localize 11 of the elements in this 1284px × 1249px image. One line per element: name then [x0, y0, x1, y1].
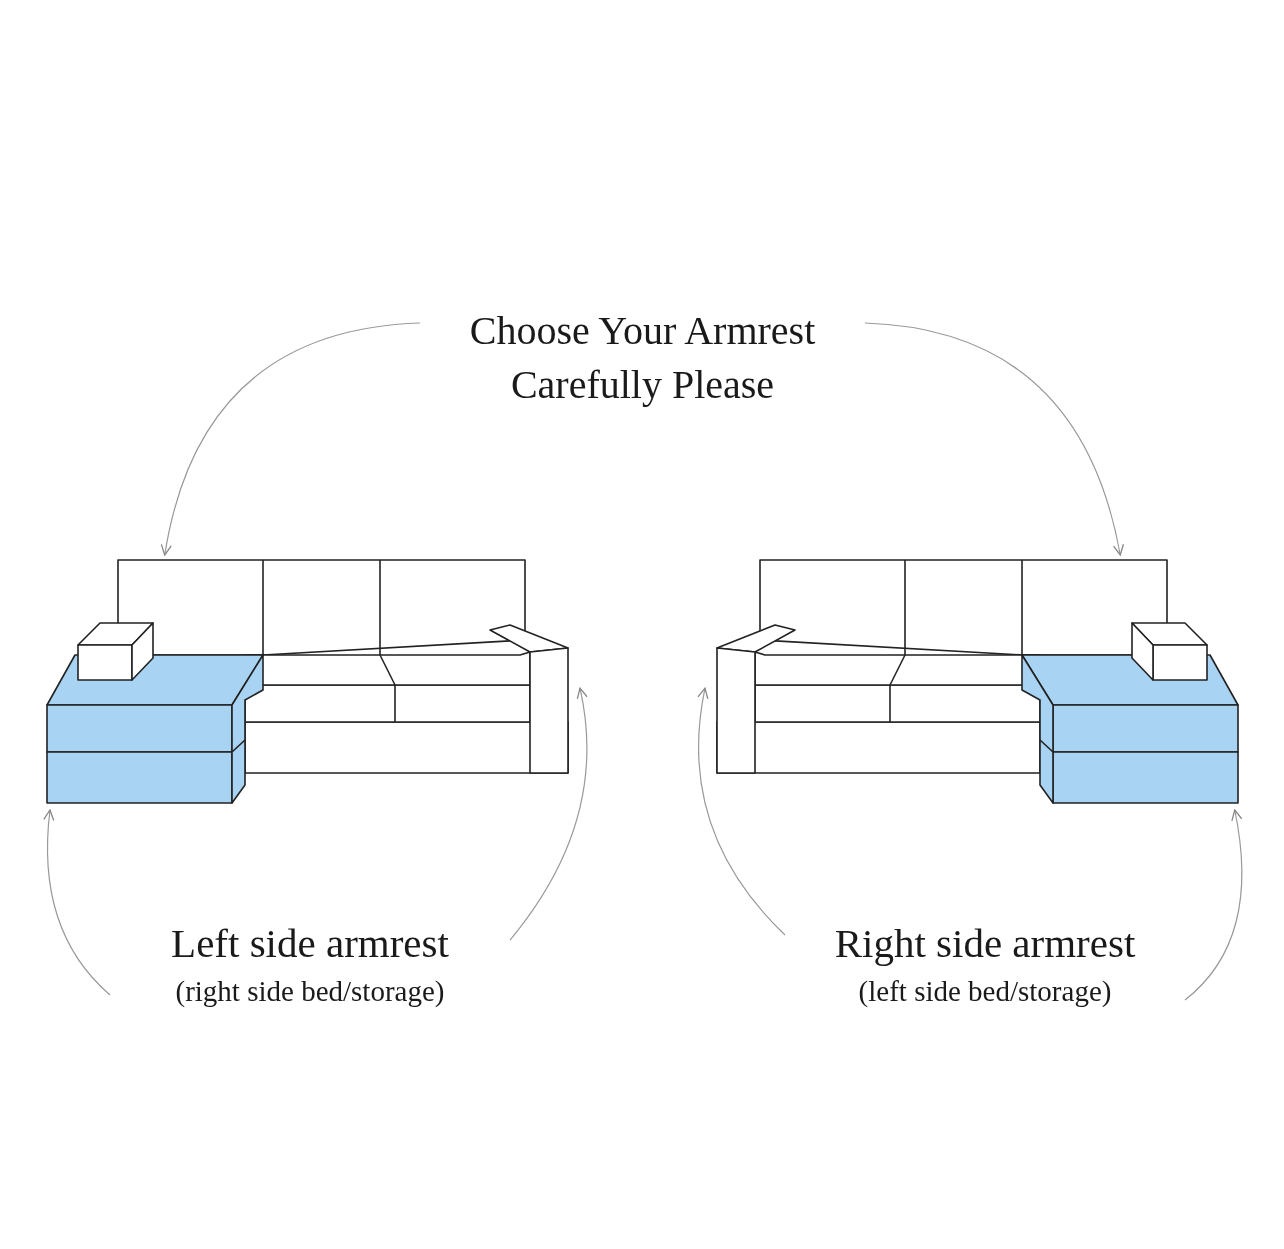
option-note: (left side bed/storage) [858, 974, 1112, 1009]
title: Choose Your Armrest Carefully Please [468, 306, 817, 409]
curved-arrow [43, 809, 111, 996]
curved-arrow [864, 322, 1124, 556]
curved-arrow [161, 322, 421, 556]
option-label: Right side armrest [834, 919, 1136, 968]
option-note: (right side bed/storage) [175, 974, 445, 1009]
curved-arrow [697, 687, 786, 936]
curved-arrow [1184, 809, 1243, 1001]
option-label: Left side armrest [171, 919, 449, 968]
curved-arrow [509, 687, 588, 941]
